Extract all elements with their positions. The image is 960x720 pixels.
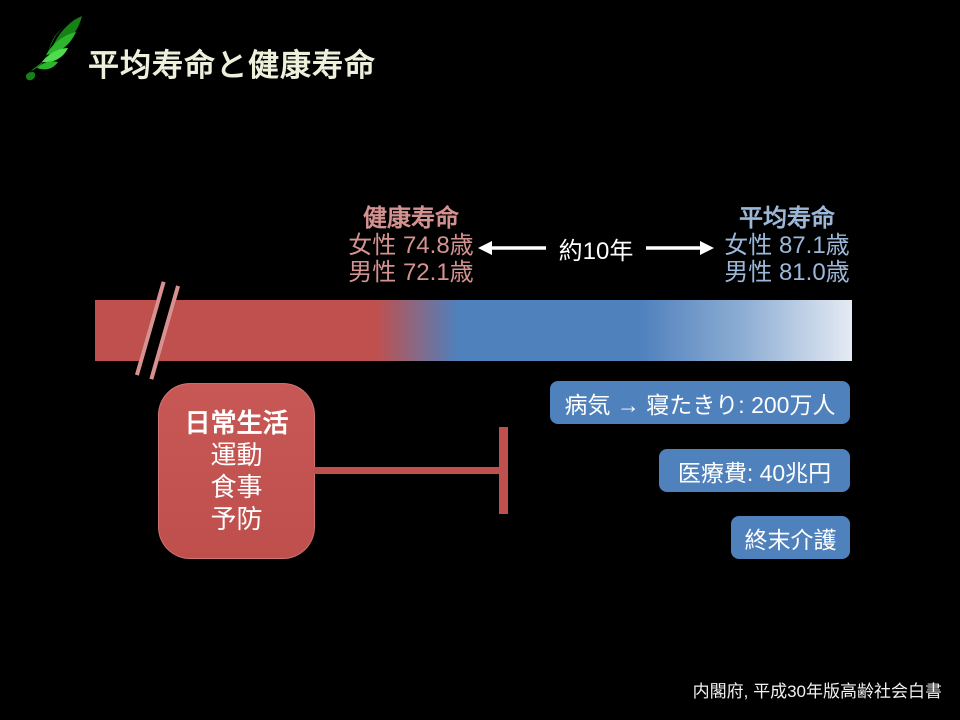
healthy-life-heading: 健康寿命 xyxy=(363,205,459,232)
right-arrow-icon xyxy=(645,241,714,255)
average-life-male: 男性 81.0歳 xyxy=(724,259,850,286)
average-life-label: 平均寿命 女性 87.1歳 男性 81.0歳 xyxy=(712,205,862,286)
slide-title: 平均寿命と健康寿命 xyxy=(88,48,376,83)
daily-life-box: 日常生活 運動 食事 予防 xyxy=(158,383,315,559)
daily-life-item: 食事 xyxy=(210,472,263,502)
average-life-heading: 平均寿命 xyxy=(739,205,835,232)
consequence-box-bedridden: 病気 → 寝たきり: 200万人 xyxy=(550,381,850,424)
left-arrow-icon xyxy=(478,241,546,255)
consequence-box-medical-cost: 医療費: 40兆円 xyxy=(659,449,850,492)
leaf-logo-icon xyxy=(25,16,82,81)
healthy-life-label: 健康寿命 女性 74.8歳 男性 72.1歳 xyxy=(336,205,486,286)
daily-life-item: 運動 xyxy=(210,440,263,470)
lifespan-bar xyxy=(95,300,852,361)
healthy-life-female: 女性 74.8歳 xyxy=(348,232,474,259)
consequence-box-end-of-life-care: 終末介護 xyxy=(731,516,850,559)
average-life-female: 女性 87.1歳 xyxy=(724,232,850,259)
source-citation: 内閣府, 平成30年版高齢社会白書 xyxy=(692,682,942,701)
gap-label: 約10年 xyxy=(558,237,634,265)
gap-annotation: 約10年 xyxy=(478,234,714,265)
inhibition-line xyxy=(314,467,504,474)
daily-life-heading: 日常生活 xyxy=(184,408,289,438)
healthy-life-male: 男性 72.1歳 xyxy=(348,259,474,286)
inhibition-tbar-icon xyxy=(499,427,508,514)
daily-life-item: 予防 xyxy=(210,504,263,534)
